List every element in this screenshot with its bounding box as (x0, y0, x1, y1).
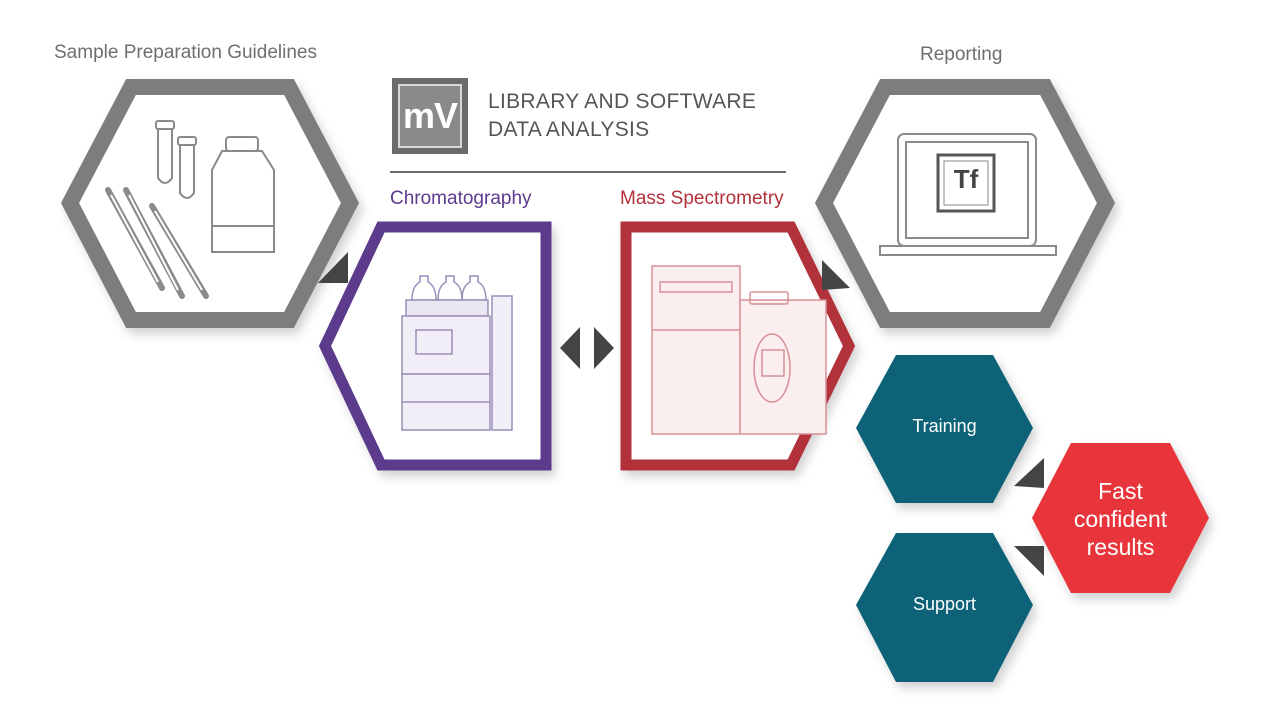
support-label: Support (912, 594, 977, 614)
arrow-prep-to-chrom (318, 252, 348, 283)
arrow-bidirectional-left (560, 327, 580, 369)
reporting-label: Reporting (920, 44, 1003, 65)
chromatography-label: Chromatography (390, 188, 532, 209)
training-label: Training (912, 416, 977, 436)
fast-results-line-2: confident (1073, 506, 1168, 532)
laptop-icon (879, 133, 1057, 256)
mv-logo: mV (392, 78, 468, 154)
library-line-1: LIBRARY AND SOFTWARE (488, 90, 757, 113)
divider-line (390, 171, 786, 173)
hplc-instrument-icon (401, 275, 513, 431)
mass-spectrometry-label: Mass Spectrometry (620, 188, 784, 209)
library-software-title: LIBRARY AND SOFTWARE DATA ANALYSIS (488, 88, 756, 144)
fast-results-label: Fast confident results (1032, 477, 1209, 561)
arrow-training-to-results (1014, 458, 1044, 488)
arrow-support-to-results (1014, 546, 1044, 576)
support-hexagon (856, 533, 1033, 682)
fast-results-hexagon (1032, 443, 1209, 593)
mass-spec-instrument-icon (651, 265, 827, 435)
mv-logo-text: mV (402, 95, 458, 136)
library-line-2: DATA ANALYSIS (488, 118, 650, 141)
fast-results-line-3: results (1086, 534, 1155, 560)
sample-tubes-icon (155, 120, 275, 253)
training-hexagon (856, 355, 1033, 503)
sample-prep-hexagon (60, 79, 360, 328)
arrow-ms-to-reporting (822, 260, 850, 290)
fast-results-line-1: Fast (1098, 478, 1143, 504)
sample-prep-label: Sample Preparation Guidelines (54, 42, 317, 63)
tf-logo-icon (936, 153, 996, 213)
tf-logo-text: Tf (953, 164, 979, 194)
arrow-bidirectional-right (594, 327, 614, 369)
